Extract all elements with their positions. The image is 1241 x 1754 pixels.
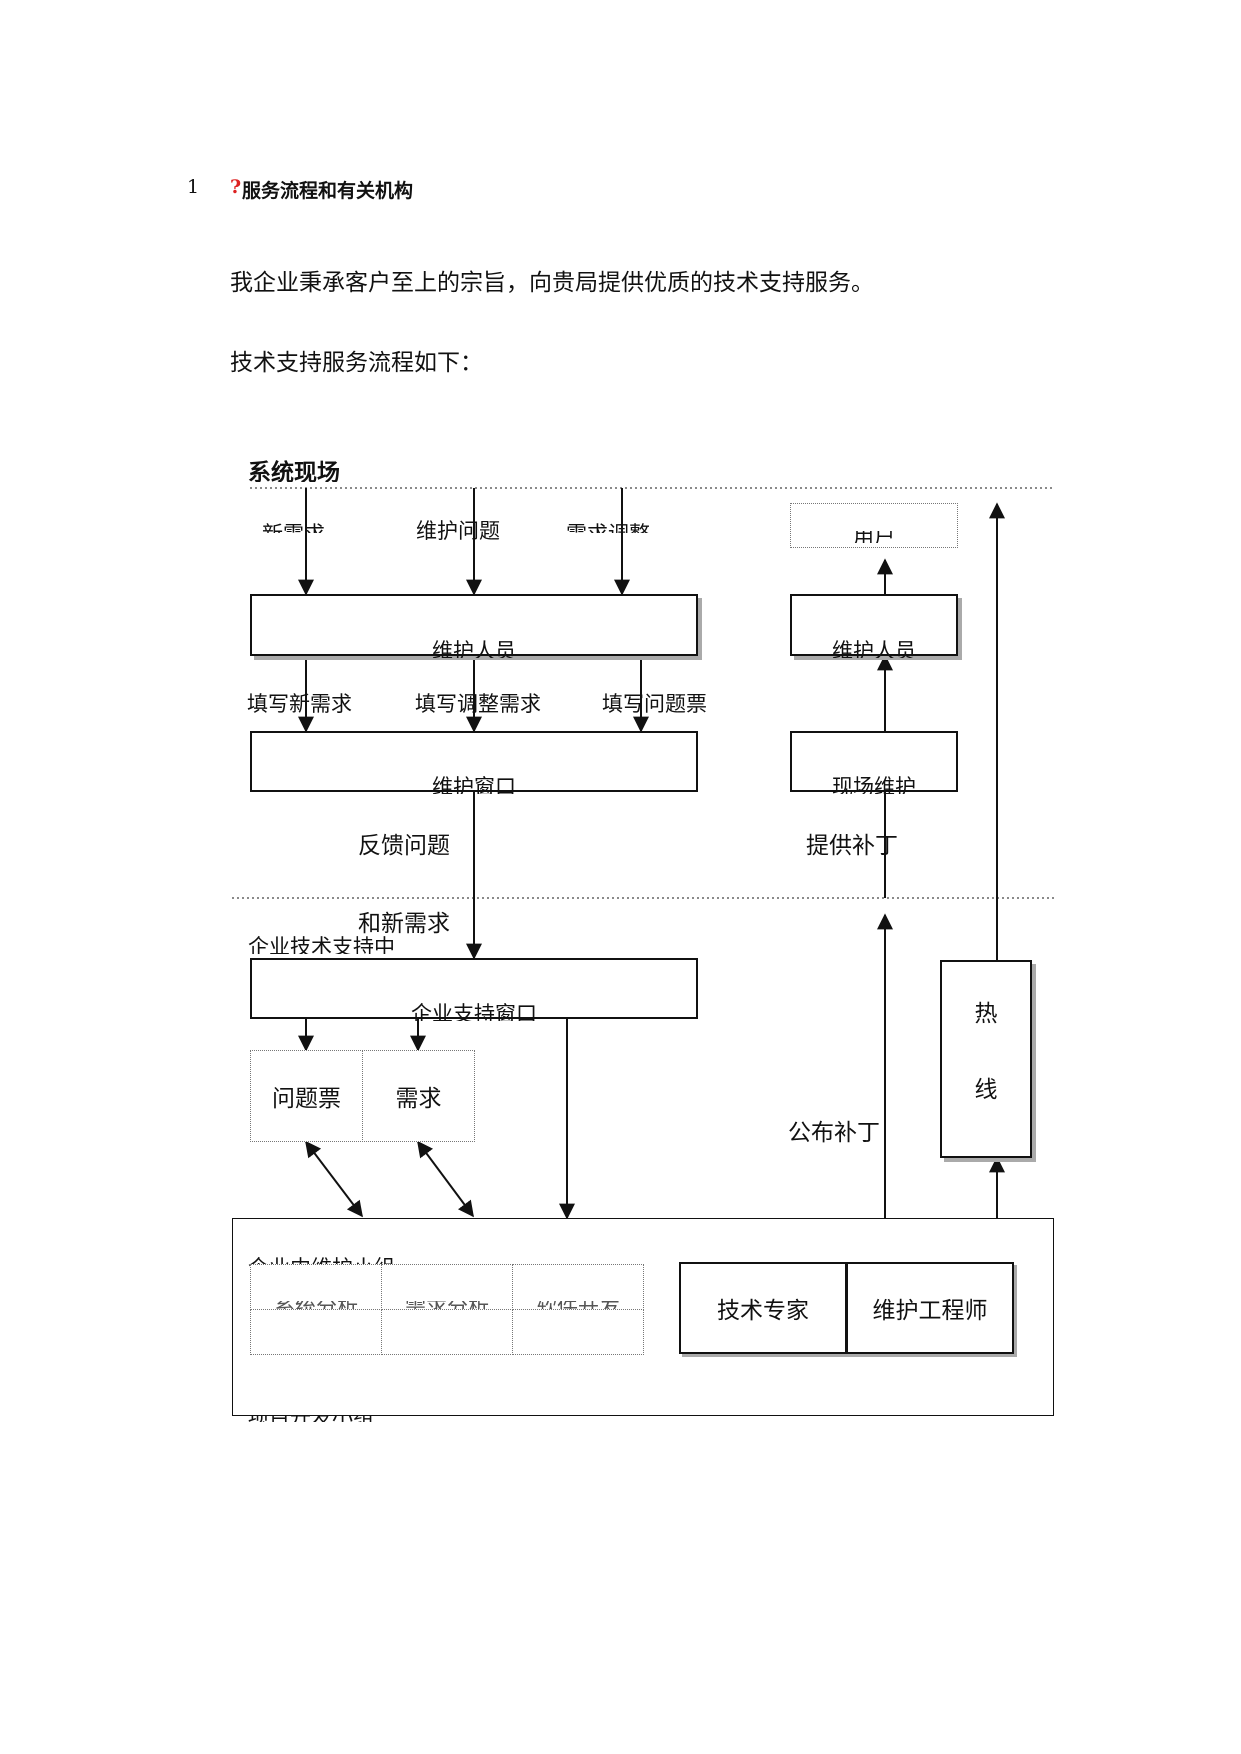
section-heading: 服务流程和有关机构: [242, 180, 414, 202]
onsite-maintenance-label: 现场维护: [832, 775, 916, 794]
feedback-label-2: 和新需求: [358, 911, 450, 937]
maintainer-box-right: 维护人员: [790, 594, 958, 658]
zone-center-label: 企业技术支持中: [248, 935, 395, 954]
grid-cell-5: [381, 1309, 513, 1355]
fill-adjust-demand-label: 填写调整需求: [415, 692, 541, 716]
ticket-box: 问题票: [250, 1050, 363, 1142]
user-box-label: 用户: [853, 531, 895, 543]
tech-expert-label: 技术专家: [717, 1298, 809, 1324]
maintainer-right-label: 维护人员: [832, 639, 916, 658]
grid-cell-3: 软件开发: [512, 1264, 644, 1310]
input-maint-issue-label: 维护问题: [416, 519, 500, 543]
arrow-ticket-group: [305, 1140, 363, 1218]
demand-label: 需求: [395, 1086, 442, 1112]
provide-patch-label: 提供补丁: [806, 833, 898, 859]
maintainer-box-left: 维护人员: [250, 594, 698, 658]
demand-box: 需求: [362, 1050, 475, 1142]
fill-new-demand-label: 填写新需求: [247, 692, 352, 716]
grid-cell-6: [512, 1309, 644, 1355]
grid-cell-3-label: 软件开发: [513, 1301, 643, 1309]
support-window-label: 企业支持窗口: [411, 1002, 537, 1021]
hotline-box: 热 线: [940, 960, 1032, 1158]
ticket-label: 问题票: [272, 1086, 341, 1112]
hotline-char-1: 热: [974, 1001, 998, 1027]
publish-patch-label: 公布补丁: [788, 1120, 880, 1146]
onsite-maintenance-box: 现场维护: [790, 731, 958, 794]
heading-number: 1: [187, 176, 200, 198]
fill-ticket-label: 填写问题票: [602, 692, 707, 716]
maintainer-left-label: 维护人员: [432, 639, 516, 658]
intro-paragraph: 我企业秉承客户至上的宗旨，向贵局提供优质的技术支持服务。: [230, 270, 874, 296]
maint-engineer-box: 维护工程师: [846, 1262, 1014, 1354]
grid-cell-1: 系统分析: [250, 1264, 382, 1310]
grid-cell-2-label: 需求分析: [382, 1301, 512, 1309]
zone-site-label: 系统现场: [248, 460, 340, 482]
support-window-box: 企业支持窗口: [250, 958, 698, 1021]
heading-mark: ?: [230, 176, 242, 198]
maint-engineer-label: 维护工程师: [872, 1298, 988, 1324]
flow-intro-paragraph: 技术支持服务流程如下：: [230, 350, 483, 376]
tech-expert-box: 技术专家: [679, 1262, 847, 1354]
grid-cell-1-label: 系统分析: [251, 1301, 381, 1309]
hotline-char-2: 线: [974, 1077, 998, 1103]
maintenance-window-box: 维护窗口: [250, 731, 698, 794]
feedback-label-1: 反馈问题: [358, 833, 450, 859]
input-new-demand-label: 新需求: [262, 523, 325, 533]
input-demand-adjust-label: 需求调整: [566, 523, 650, 533]
grid-cell-2: 需求分析: [381, 1264, 513, 1310]
grid-cell-4: [250, 1309, 382, 1355]
maintenance-window-label: 维护窗口: [432, 775, 516, 794]
arrow-demand-group: [417, 1140, 474, 1218]
user-box: 用户: [790, 503, 958, 548]
